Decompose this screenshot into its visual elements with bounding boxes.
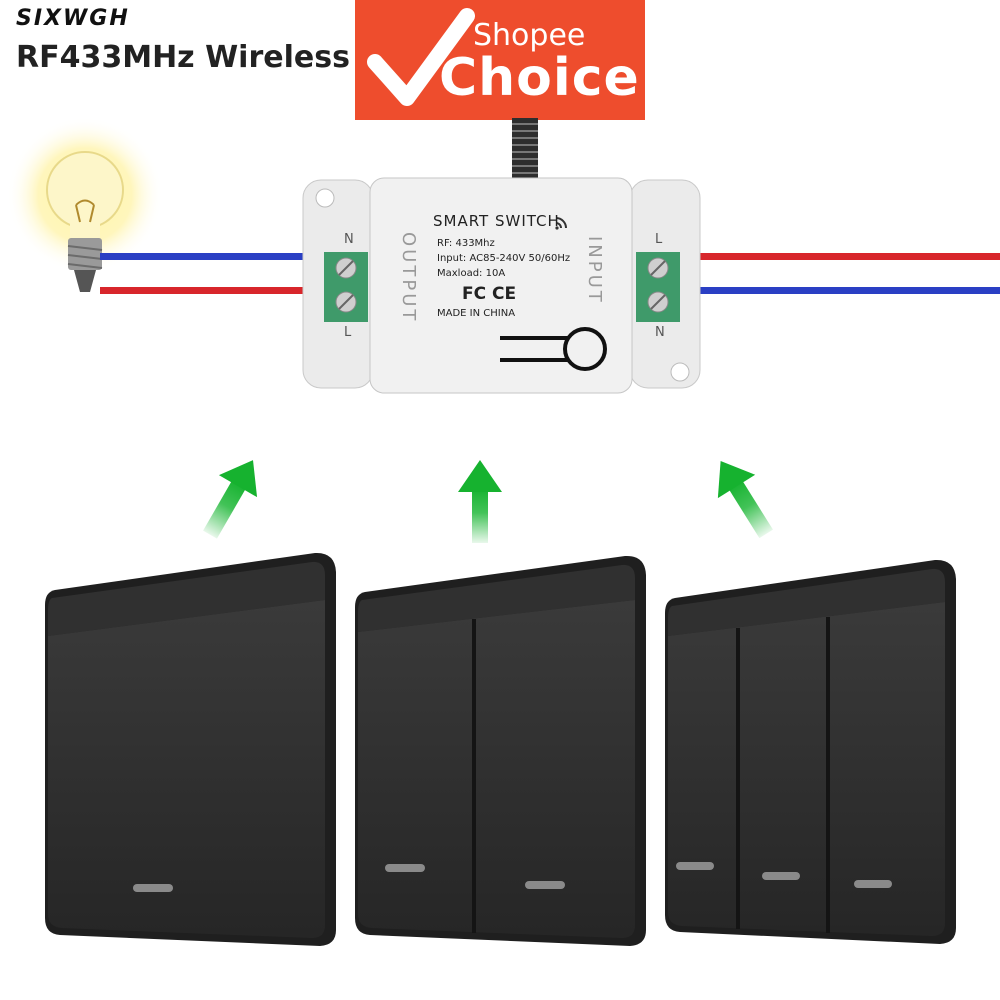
module-origin: MADE IN CHINA [437,308,516,319]
arrow-icon [458,460,502,543]
certification-marks: FC CE [462,284,517,304]
pole-l-left: L [344,325,352,340]
antenna-spring [512,118,538,180]
pole-l-right: L [655,232,663,247]
arrow-icon [203,460,258,539]
input-port-label: INPUT [584,236,605,305]
remote-2-gang [355,555,646,946]
module-title: SMART SWITCH [433,212,560,230]
module-spec-rf: RF: 433Mhz [437,238,495,249]
arrow-icon [717,460,773,539]
badge-line-choice: Choice [439,48,640,108]
remote-3-gang [665,559,956,944]
module-spec-load: Maxload: 10A [437,268,506,279]
checkmark-icon [367,8,475,106]
remote-1-gang [45,552,336,946]
badge-line-shopee: Shopee [473,18,586,53]
pole-n-right: N [655,325,665,340]
signal-arrows [203,460,773,543]
smart-switch-module [302,177,701,394]
shopee-choice-badge: Shopee Choice [355,0,645,120]
pole-n-left: N [344,232,354,247]
product-headline: RF433MHz Wireless sw [16,40,366,75]
brand-logo: SIXWGH [16,6,130,31]
wiring [100,253,1000,294]
output-port-label: OUTPUT [398,232,419,324]
light-bulb-icon [7,117,163,292]
module-spec-input: Input: AC85-240V 50/60Hz [437,253,571,264]
